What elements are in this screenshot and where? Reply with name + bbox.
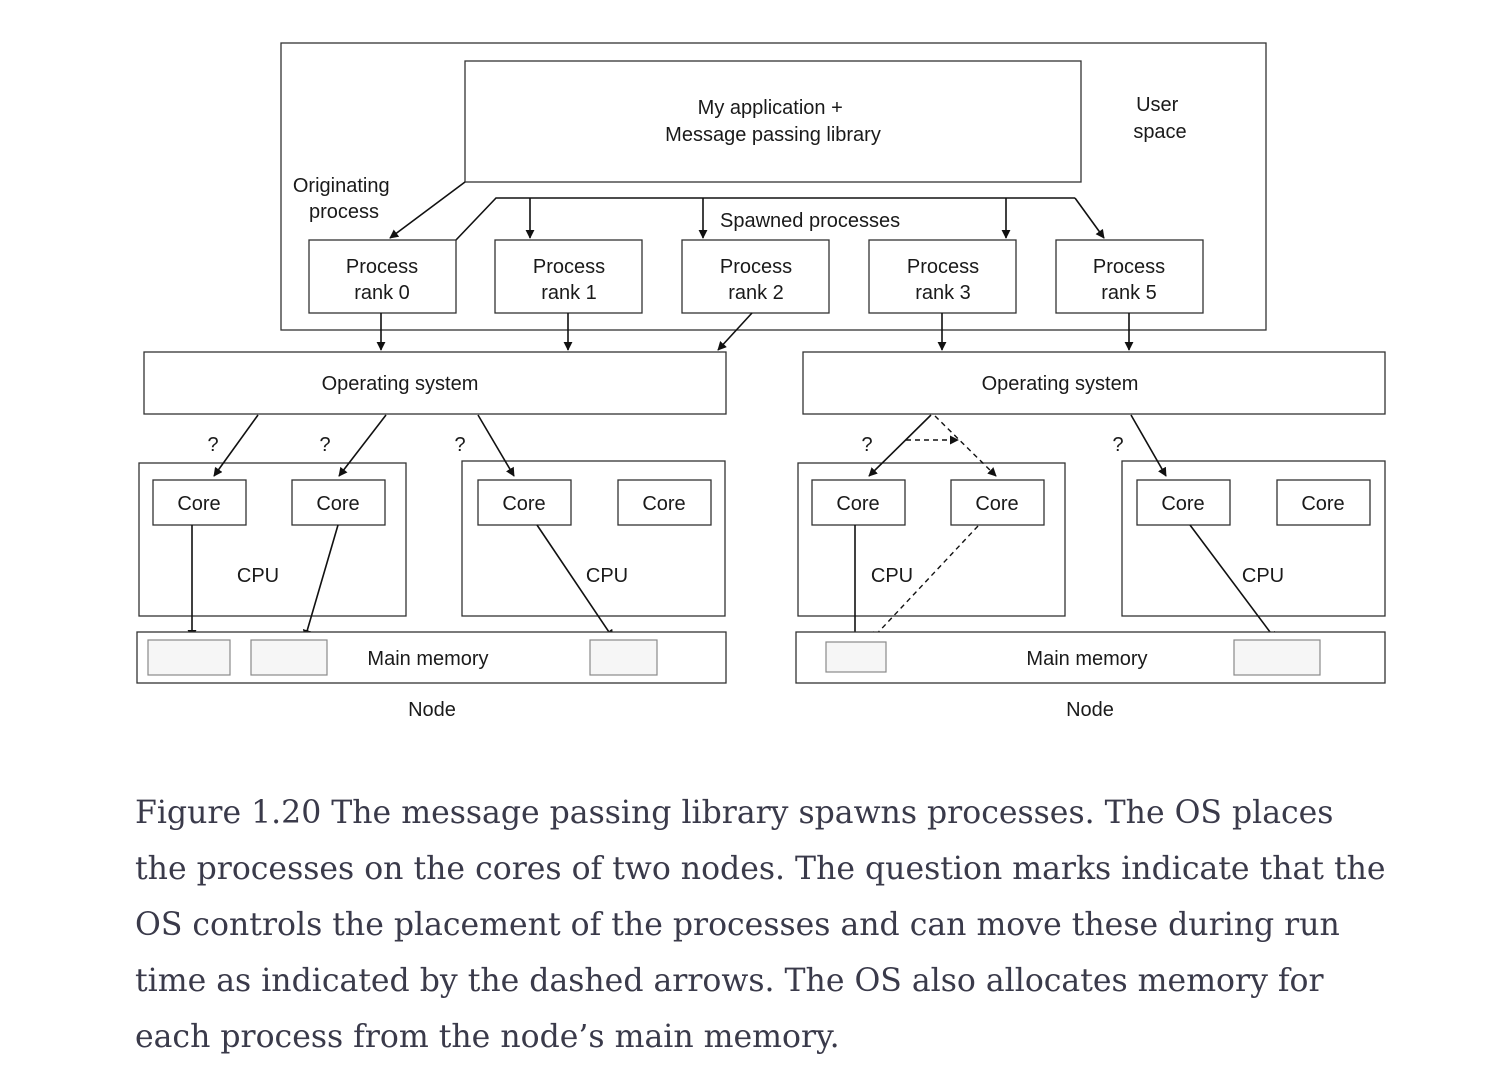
figure-caption: Figure 1.20 The message passing library …	[135, 795, 1386, 1055]
originating-process-label: Originating process	[293, 175, 395, 223]
core-to-memory-arrow	[1189, 524, 1277, 641]
application-box	[464, 60, 1082, 183]
cpu-label: CPU	[871, 565, 913, 587]
memory-allocation	[1233, 639, 1321, 676]
svg-text:Core: Core	[642, 493, 685, 515]
core-box: Core	[291, 479, 386, 526]
process-to-os-arrow	[717, 312, 753, 351]
node-label: Node	[408, 699, 456, 721]
question-mark: ?	[1112, 434, 1123, 456]
user-space-label: User space	[1133, 94, 1186, 143]
originating-arrow	[389, 181, 466, 239]
node-label: Node	[1066, 699, 1114, 721]
os-to-core-arrow	[213, 414, 259, 477]
process-placement-diagram: User space My application + Message pass…	[136, 42, 1386, 721]
svg-text:Core: Core	[975, 493, 1018, 515]
svg-text:Core: Core	[836, 493, 879, 515]
migration-dashed-arrow	[870, 525, 979, 641]
os-to-core-arrow	[477, 414, 515, 477]
os-label-left: Operating system	[322, 373, 479, 395]
core-to-memory-arrow	[302, 524, 339, 639]
core-box: Core	[617, 479, 712, 526]
svg-text:Core: Core	[1161, 493, 1204, 515]
os-to-core-arrow	[338, 414, 387, 477]
os-box-right	[802, 351, 1386, 415]
cpu-label: CPU	[1242, 565, 1284, 587]
cpu-label: CPU	[237, 565, 279, 587]
core-box: Core	[1136, 479, 1231, 526]
question-mark: ?	[861, 434, 872, 456]
core-to-memory-arrow	[536, 524, 614, 639]
core-box: Core	[1276, 479, 1371, 526]
spawn-arrow-rank-5	[1074, 197, 1105, 239]
core-box: Core	[950, 479, 1045, 526]
main-memory-label: Main memory	[1026, 648, 1147, 670]
memory-allocation	[825, 641, 887, 673]
core-box: Core	[477, 479, 572, 526]
main-memory-label: Main memory	[367, 648, 488, 670]
question-mark: ?	[207, 434, 218, 456]
os-label-right: Operating system	[982, 373, 1139, 395]
os-to-core-arrow	[868, 414, 932, 477]
svg-text:Core: Core	[1301, 493, 1344, 515]
svg-text:Core: Core	[502, 493, 545, 515]
question-mark: ?	[454, 434, 465, 456]
os-box-left	[143, 351, 727, 415]
application-label: My application + Message passing library	[665, 97, 881, 146]
memory-allocation	[589, 639, 658, 676]
spawn-bracket	[455, 197, 1075, 241]
os-to-core-arrow	[1130, 414, 1167, 477]
memory-allocation	[147, 639, 231, 676]
svg-text:Core: Core	[316, 493, 359, 515]
cpu-label: CPU	[586, 565, 628, 587]
question-mark: ?	[319, 434, 330, 456]
core-box: Core	[152, 479, 247, 526]
spawned-processes-label: Spawned processes	[720, 210, 900, 232]
memory-allocation	[250, 639, 328, 676]
core-box: Core	[811, 479, 906, 526]
svg-text:Core: Core	[177, 493, 220, 515]
